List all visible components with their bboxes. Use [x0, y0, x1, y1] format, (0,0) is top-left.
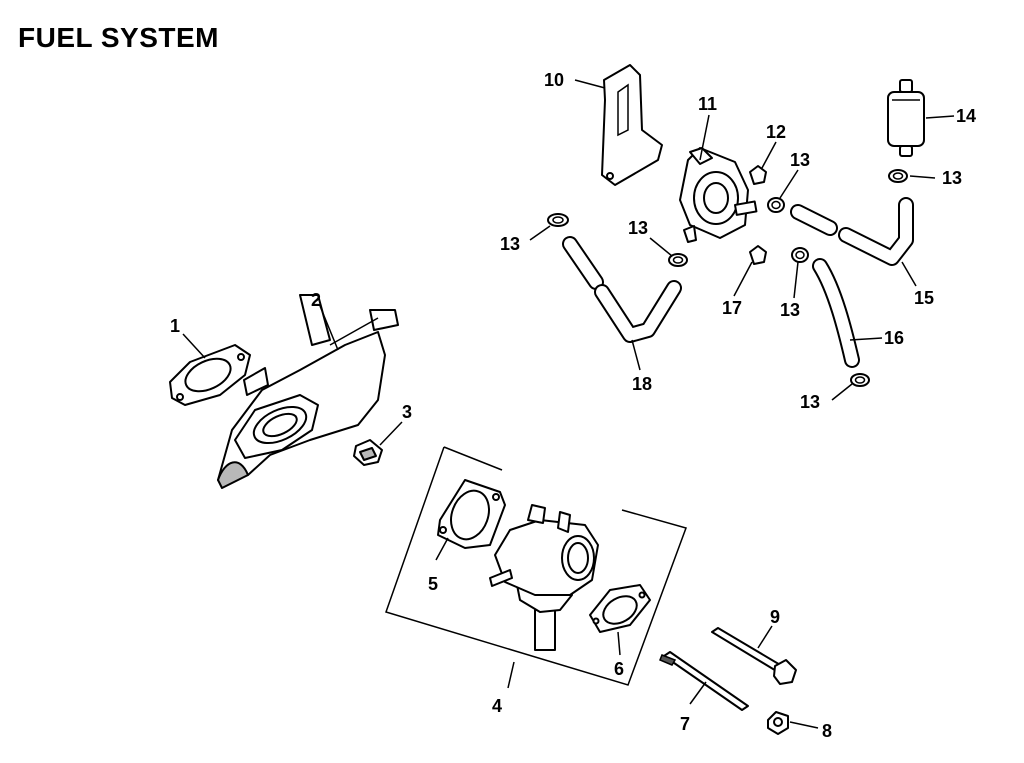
callout-16: 16	[884, 328, 904, 348]
part-13-clamp-c[interactable]	[767, 197, 785, 213]
callout-11: 11	[698, 94, 717, 114]
part-15-hose[interactable]	[790, 197, 914, 266]
part-13-clamp-e[interactable]	[791, 247, 809, 263]
part-5-gasket[interactable]	[437, 479, 506, 549]
callout-3: 3	[402, 402, 412, 422]
part-13-clamp-a[interactable]	[547, 213, 569, 227]
callout-10: 10	[544, 70, 564, 90]
part-1-gasket[interactable]	[169, 344, 251, 406]
callout-18: 18	[632, 374, 652, 394]
callout-13-b: 13	[628, 218, 648, 238]
part-7-stud[interactable]	[659, 651, 749, 711]
callout-13-d: 13	[942, 168, 962, 188]
callout-13-a: 13	[500, 234, 520, 254]
part-11-fuel-pump[interactable]	[679, 147, 758, 243]
part-4-carburetor-frame	[385, 446, 687, 686]
callout-15: 15	[914, 288, 934, 308]
part-16-hose[interactable]	[812, 258, 860, 368]
callout-1: 1	[170, 316, 180, 336]
callout-6: 6	[614, 659, 624, 679]
part-2-air-baffle[interactable]	[217, 294, 399, 489]
part-8-nut[interactable]	[767, 711, 789, 735]
part-9-bolt[interactable]	[711, 627, 797, 685]
part-3-bolt[interactable]	[353, 439, 383, 466]
callout-12: 12	[766, 122, 786, 142]
carburetor-body[interactable]	[489, 504, 599, 651]
callout-9: 9	[770, 607, 780, 627]
part-18-hose[interactable]	[562, 236, 682, 343]
callout-8: 8	[822, 721, 832, 741]
page-title: FUEL SYSTEM	[18, 22, 220, 53]
callout-4: 4	[492, 696, 502, 716]
part-12-screw[interactable]	[749, 165, 767, 185]
callouts: 1 2 3 4 5 6 7 8 9 10 11 12 13 13 13 13 1…	[170, 70, 976, 741]
callout-5: 5	[428, 574, 438, 594]
part-10-bracket[interactable]	[601, 64, 663, 186]
callout-14: 14	[956, 106, 976, 126]
callout-13-e: 13	[780, 300, 800, 320]
leader-lines	[182, 79, 955, 729]
part-13-clamp-f[interactable]	[850, 373, 870, 387]
callout-17: 17	[722, 298, 742, 318]
part-13-clamp-b[interactable]	[668, 253, 688, 267]
callout-2: 2	[311, 290, 321, 310]
callout-7: 7	[680, 714, 690, 734]
callout-13-c: 13	[790, 150, 810, 170]
part-14-fuel-filter[interactable]	[887, 79, 925, 157]
part-17-screw[interactable]	[749, 245, 767, 265]
callout-13-f: 13	[800, 392, 820, 412]
part-6-gasket[interactable]	[589, 584, 651, 633]
part-13-clamp-d[interactable]	[888, 169, 908, 183]
